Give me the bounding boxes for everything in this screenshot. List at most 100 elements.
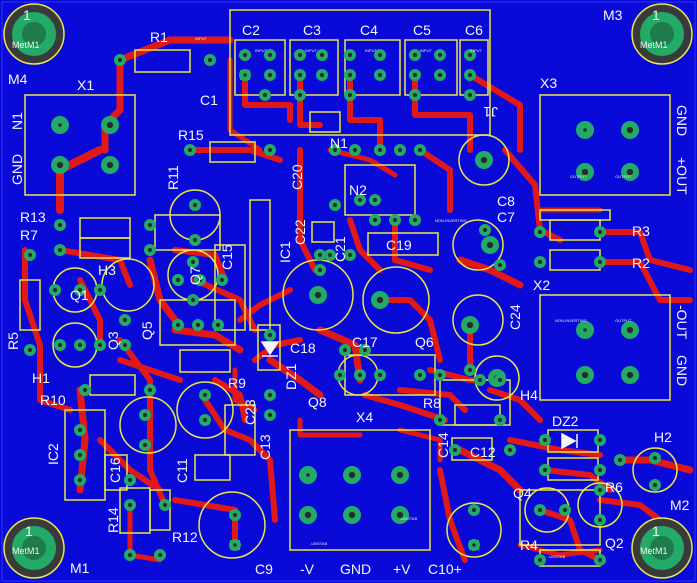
pad-hole xyxy=(597,517,603,523)
label-ic2: IC2 xyxy=(45,443,61,465)
pad-hole xyxy=(537,229,543,235)
pad-hole xyxy=(142,442,148,448)
silk-notes: INPUT INPUT INPUT INPUT INPUT INPUT OUTP… xyxy=(195,36,632,559)
pad-hole xyxy=(597,467,603,473)
pad-hole xyxy=(157,552,163,558)
label-r15: R15 xyxy=(178,127,204,143)
mounting-hole-m4: 1 MetM1 xyxy=(3,3,65,65)
pad-hole xyxy=(597,259,603,265)
label-c14: C14 xyxy=(435,432,451,458)
note-unstab: -UNSTAB xyxy=(548,554,566,559)
label-r3: R3 xyxy=(632,223,650,239)
label-r14: R14 xyxy=(105,507,121,533)
label-c8: C8 xyxy=(497,193,515,209)
pad-hole xyxy=(417,372,423,378)
pad-hole xyxy=(542,467,548,473)
pad-hole xyxy=(467,72,473,78)
pad-hole xyxy=(319,72,325,78)
pad-hole xyxy=(466,321,474,329)
label-q3: Q3 xyxy=(105,331,121,350)
note-input: INPUT xyxy=(470,48,483,53)
pad-hole xyxy=(197,277,203,283)
pad-hole xyxy=(372,217,378,223)
pad-hole xyxy=(626,168,634,176)
label-r8: R8 xyxy=(423,395,441,411)
label-c3: C3 xyxy=(303,22,321,38)
hole-pad-label: 1 xyxy=(23,7,31,23)
pad-hole xyxy=(396,471,404,479)
pad-hole xyxy=(57,342,63,348)
pad-hole xyxy=(122,342,128,348)
pad-hole xyxy=(175,277,181,283)
pad-hole xyxy=(262,92,268,98)
pad-hole xyxy=(117,57,123,63)
pad-hole xyxy=(175,322,181,328)
label-c5: C5 xyxy=(413,22,431,38)
pad-hole xyxy=(537,259,543,265)
label-gnd-left: GND xyxy=(9,154,25,185)
pad-hole xyxy=(377,72,383,78)
pad-hole xyxy=(142,412,148,418)
label-c11: C11 xyxy=(174,458,190,483)
pad-hole xyxy=(626,326,634,334)
pad-hole xyxy=(337,372,343,378)
pad-hole xyxy=(471,507,477,513)
pad-hole xyxy=(348,471,356,479)
diode-symbol-dz1 xyxy=(260,341,280,357)
pad-hole xyxy=(372,197,378,203)
label-h3: H3 xyxy=(98,262,116,278)
label-ic1: IC1 xyxy=(277,241,293,263)
note-output: OUTPUT xyxy=(615,174,632,179)
pad-hole xyxy=(317,252,323,258)
label-n1: N1 xyxy=(330,135,348,151)
label-n2: N2 xyxy=(349,182,367,198)
pad-hole xyxy=(617,457,623,463)
label-x4: X4 xyxy=(356,409,373,425)
label-c24: C24 xyxy=(507,304,523,330)
label-c6: C6 xyxy=(465,22,483,38)
label-r10: R10 xyxy=(40,392,66,408)
pad-hole xyxy=(233,543,237,547)
pad-hole xyxy=(597,487,603,493)
pad-hole xyxy=(352,147,358,153)
pad-hole xyxy=(626,126,634,134)
pad-hole xyxy=(297,72,303,78)
pad-hole xyxy=(497,262,503,268)
pad-hole xyxy=(122,317,128,323)
pad-hole xyxy=(477,377,483,383)
label-c2: C2 xyxy=(242,22,260,38)
hole-text: MetM1 xyxy=(640,546,668,556)
label-m4: M4 xyxy=(8,71,28,87)
label-c17: C17 xyxy=(352,334,378,350)
label-c22: C22 xyxy=(292,219,308,245)
label-c19: C19 xyxy=(386,237,412,253)
label-c9: C9 xyxy=(255,561,273,577)
pad-hole xyxy=(332,202,338,208)
pad-hole xyxy=(377,147,383,153)
pad-hole xyxy=(347,252,353,258)
pad-hole xyxy=(97,342,103,348)
label-m2: M2 xyxy=(670,497,690,513)
label-c13: C13 xyxy=(257,434,273,460)
label-c16: C16 xyxy=(107,457,123,483)
label-gnd-bottom: GND xyxy=(340,561,371,577)
pad-hole xyxy=(347,92,353,98)
pad-hole xyxy=(147,387,153,393)
pad-hole xyxy=(202,417,208,423)
pad-hole xyxy=(127,502,133,508)
pad-hole xyxy=(27,347,33,353)
pad-hole xyxy=(452,447,458,453)
pad-hole xyxy=(127,477,133,483)
pad-hole xyxy=(497,417,503,423)
pad-hole xyxy=(56,161,64,169)
pad-hole xyxy=(486,241,494,249)
pad-hole xyxy=(267,392,273,398)
label-x3: X3 xyxy=(540,75,557,91)
label-pos-v: +V xyxy=(393,561,411,577)
pad-hole xyxy=(297,92,303,98)
pad-hole xyxy=(195,322,201,328)
label-dz2: DZ2 xyxy=(552,413,579,429)
pad-hole xyxy=(267,412,273,418)
